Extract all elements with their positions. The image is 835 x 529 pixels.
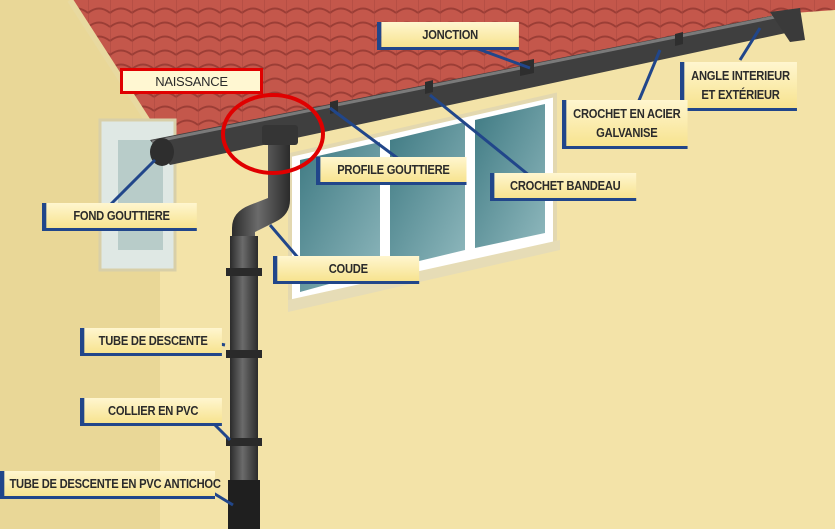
label-angle: ANGLE INTERIEUR ET EXTÉRIEUR	[680, 62, 797, 111]
roof-tiles	[70, 0, 835, 140]
label-profile-gouttiere-text: PROFILE GOUTTIERE	[337, 162, 450, 177]
label-collier-pvc: COLLIER EN PVC	[80, 398, 222, 426]
label-jonction-text: JONCTION	[422, 27, 478, 42]
pipe-collar-2	[226, 350, 262, 358]
label-crochet-acier: CROCHET EN ACIER GALVANISE	[562, 100, 688, 149]
label-jonction: JONCTION	[377, 22, 519, 50]
pipe-elbow	[232, 145, 290, 240]
label-tube-descente: TUBE DE DESCENTE	[80, 328, 222, 356]
label-crochet-bandeau-text: CROCHET BANDEAU	[510, 178, 621, 193]
label-naissance-text: NAISSANCE	[155, 73, 228, 89]
highlight-circle	[221, 93, 325, 175]
label-collier-pvc-text: COLLIER EN PVC	[108, 403, 199, 418]
label-tube-descente-pvc-text: TUBE DE DESCENTE EN PVC ANTICHOC	[9, 476, 221, 491]
gutter-end-cap	[150, 138, 174, 166]
gutter-hook-3	[675, 32, 683, 46]
label-profile-gouttiere: PROFILE GOUTTIERE	[316, 157, 467, 185]
window-sill	[288, 240, 560, 312]
label-fond-gouttiere: FOND GOUTTIERE	[42, 203, 197, 231]
label-coude: COUDE	[273, 256, 420, 284]
label-angle-line1: ANGLE INTERIEUR	[691, 68, 790, 83]
roof-edge	[67, 0, 163, 142]
label-tube-descente-pvc: TUBE DE DESCENTE EN PVC ANTICHOC	[0, 471, 221, 499]
label-coude-text: COUDE	[328, 261, 368, 276]
label-tube-descente-text: TUBE DE DESCENTE	[98, 333, 208, 348]
gutter	[150, 14, 800, 165]
gutter-hook-2	[425, 80, 433, 94]
gutter-outlet	[262, 125, 298, 145]
label-angle-line2: ET EXTÉRIEUR	[701, 87, 780, 102]
window-pane-2	[390, 122, 465, 268]
label-crochet-acier-line2: GALVANISE	[596, 125, 658, 140]
label-naissance: NAISSANCE	[120, 68, 263, 94]
label-crochet-bandeau: CROCHET BANDEAU	[490, 173, 637, 201]
pvc-antichoc-pipe	[228, 480, 260, 529]
pipe-collar-1	[226, 268, 262, 276]
label-fond-gouttiere-text: FOND GOUTTIERE	[73, 208, 170, 223]
gutter-angle	[770, 8, 805, 42]
label-crochet-acier-line1: CROCHET EN ACIER	[573, 106, 681, 121]
pipe-collar-3	[226, 438, 262, 446]
